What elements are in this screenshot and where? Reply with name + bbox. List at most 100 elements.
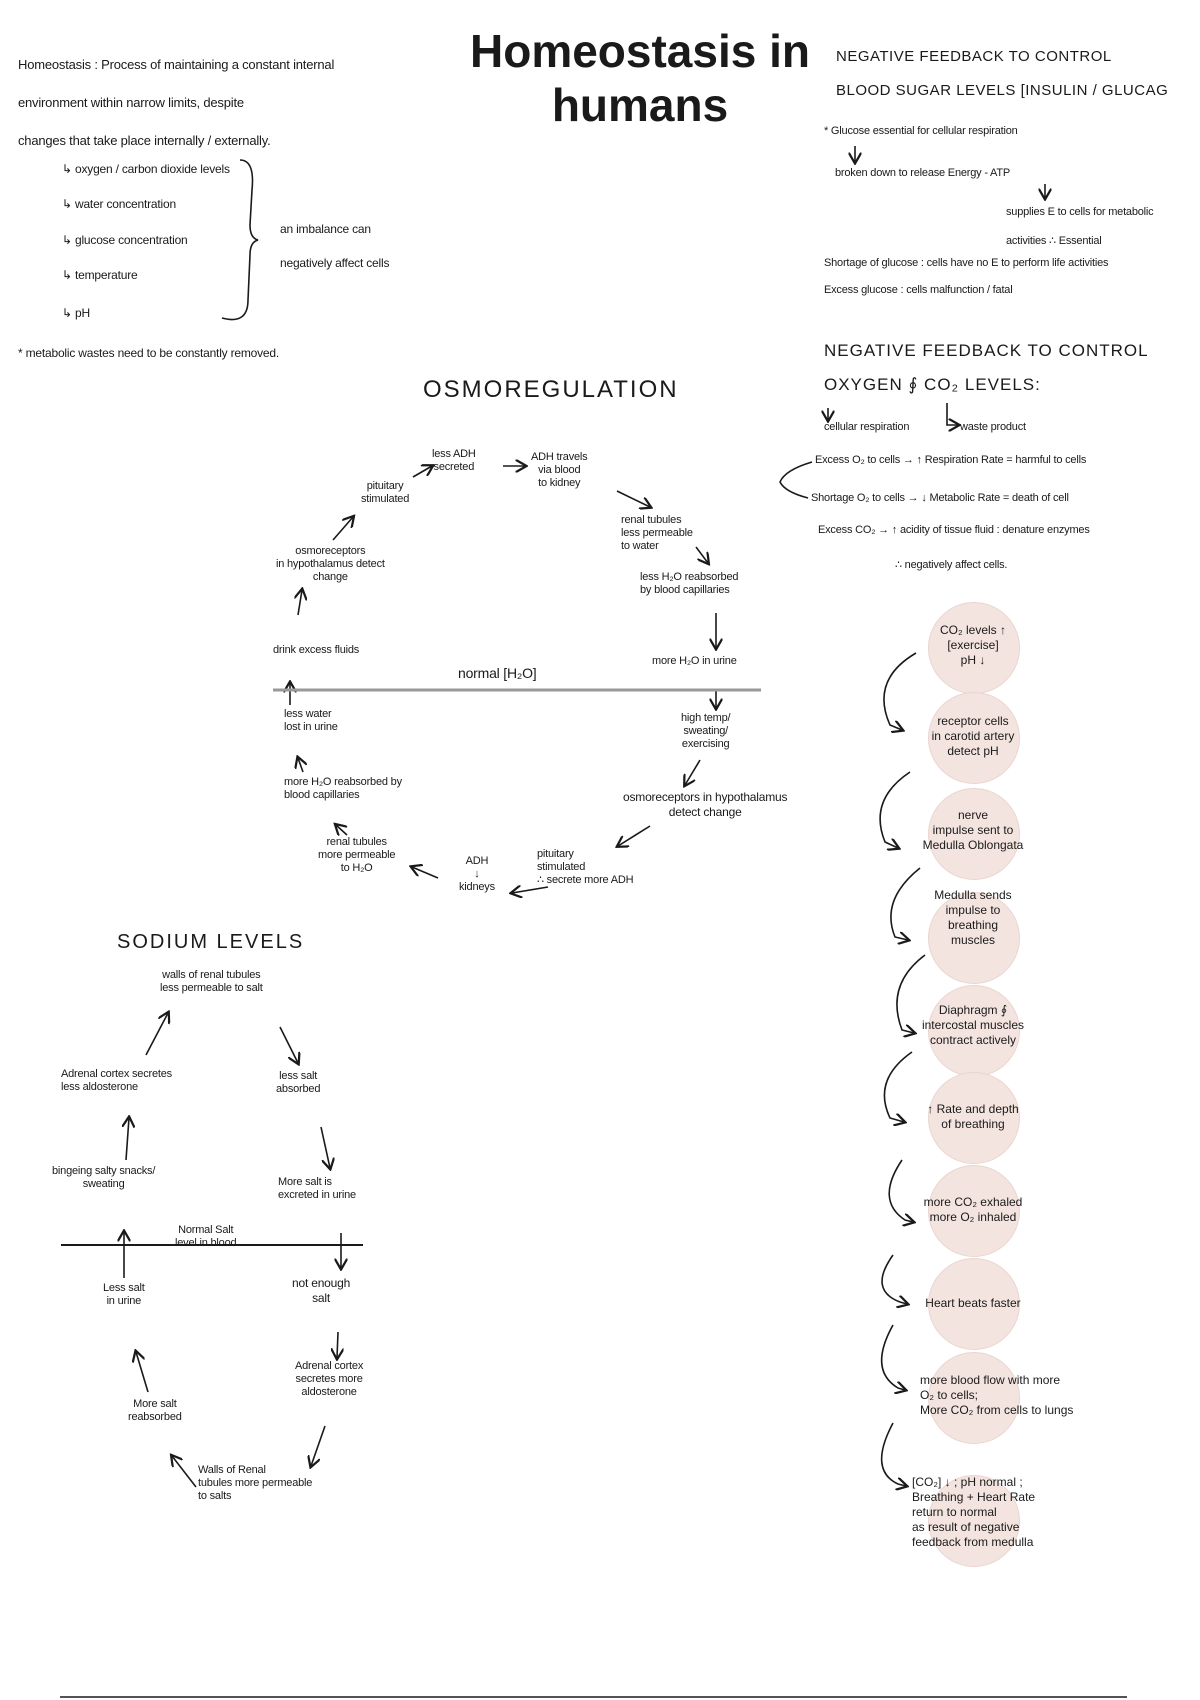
chain-circle [928, 1258, 1020, 1350]
sodium-node: Less salt in urine [103, 1282, 145, 1307]
chain-circle [928, 1352, 1020, 1444]
arrow-icon [883, 1051, 913, 1122]
chain-step: nerve impulse sent to Medulla Oblongata [922, 808, 1024, 852]
factor-item: ↳ oxygen / carbon dioxide levels [62, 162, 230, 176]
arrow-icon [888, 1159, 913, 1222]
osmo-node: high temp/ sweating/ exercising [681, 712, 731, 750]
osmo-node: osmoreceptors in hypothalamus detect cha… [276, 545, 385, 583]
chain-circle [928, 1475, 1020, 1567]
supplies-line: supplies E to cells for metabolic activi… [1006, 206, 1154, 247]
arrow-icon [880, 1324, 905, 1390]
effect-shortage-o2: Shortage O₂ to cells → ↓ Metabolic Rate … [811, 492, 1069, 504]
arrow-icon [126, 1118, 129, 1161]
oxygen-note: cellular respiration [824, 421, 910, 433]
arrow-icon [332, 517, 353, 541]
sodium-node: More salt is excreted in urine [278, 1176, 356, 1201]
arrow-icon [298, 590, 302, 616]
osmo-node: osmoreceptors in hypothalamus detect cha… [623, 790, 788, 819]
sodium-node: More salt reabsorbed [128, 1398, 182, 1423]
sodium-node: less salt absorbed [276, 1070, 321, 1095]
arrow-icon [881, 1254, 907, 1304]
osmo-node: more H₂O reabsorbed by blood capillaries [284, 776, 402, 801]
arrow-icon [896, 954, 926, 1033]
arrow-icon [946, 403, 958, 425]
chain-step: CO₂ levels ↑ [exercise] pH ↓ [939, 623, 1006, 667]
arrow-icon [512, 887, 549, 893]
arrow-icon [412, 466, 432, 478]
chain-circle [928, 788, 1020, 880]
bracket-icon [779, 461, 813, 499]
arrow-icon [685, 759, 701, 785]
osmo-node: less ADH secreted [432, 448, 476, 473]
arrow-icon [136, 1352, 149, 1393]
chain-step: Diaphragm ∮ intercostal muscles contract… [921, 1003, 1025, 1047]
chain-step: more CO₂ exhaled more O₂ inhaled [923, 1195, 1023, 1224]
blood-sugar-heading: NEGATIVE FEEDBACK TO CONTROL BLOOD SUGAR… [836, 48, 1169, 99]
energy-line: broken down to release Energy - ATP [835, 167, 1011, 179]
factor-item: ↳ glucose concentration [62, 233, 188, 247]
osmo-normal-label: normal [H₂O] [458, 665, 537, 681]
chain-step: ↑ Rate and depth of breathing [927, 1102, 1019, 1131]
osmo-node: ADH ↓ kidneys [459, 855, 495, 893]
sodium-node: not enough salt [292, 1276, 351, 1305]
arrow-icon [616, 490, 650, 507]
arrow-icon [890, 867, 921, 940]
arrow-icon [279, 1026, 298, 1063]
osmo-node: pituitary stimulated ∴ secrete more ADH [537, 848, 634, 886]
sodium-node: walls of renal tubules less permeable to… [160, 969, 263, 994]
osmo-node: less H₂O reabsorbed by blood capillaries [640, 571, 739, 596]
glucose-shortage: Shortage of glucose : cells have no E to… [824, 257, 1109, 269]
factor-item: ↳ temperature [62, 268, 138, 282]
chain-step: Medulla sends impulse to breathing muscl… [934, 888, 1012, 947]
oxygen-heading: NEGATIVE FEEDBACK TO CONTROL OXYGEN ∮ CO… [824, 341, 1149, 394]
co2-note: waste product [960, 421, 1026, 433]
factor-item: ↳ water concentration [62, 197, 176, 211]
osmo-node: less water lost in urine [284, 708, 338, 733]
chain-step: receptor cells in carotid artery detect … [931, 714, 1015, 758]
chain-step: [CO₂] ↓ ; pH normal ; Breathing + Heart … [912, 1475, 1036, 1549]
osmo-node: renal tubules less permeable to water [621, 514, 693, 552]
arrow-icon [618, 825, 651, 846]
arrow-icon [883, 652, 917, 730]
chain-circle [928, 985, 1020, 1077]
arrow-icon [337, 1331, 338, 1358]
imbalance-note: an imbalance can negatively affect cells [280, 222, 390, 270]
osmo-node: drink excess fluids [273, 644, 360, 656]
waste-note: * metabolic wastes need to be constantly… [18, 346, 280, 360]
definition-text: Homeostasis : Process of maintaining a c… [18, 57, 335, 148]
brace-icon [221, 159, 259, 321]
sodium-heading: SODIUM LEVELS [117, 931, 305, 953]
arrow-icon [695, 546, 708, 563]
arrow-icon [298, 758, 303, 773]
chain-step: more blood flow with more O₂ to cells; M… [920, 1373, 1074, 1417]
arrow-icon [412, 867, 439, 879]
glucose-line: * Glucose essential for cellular respira… [824, 125, 1018, 137]
sodium-node: bingeing salty snacks/ sweating [52, 1165, 156, 1190]
sodium-node: Walls of Renal tubules more permeable to… [198, 1464, 313, 1502]
arrow-icon [879, 771, 911, 848]
effect-excess-co2: Excess CO₂ → ↑ acidity of tissue fluid :… [818, 524, 1090, 536]
sodium-node: Adrenal cortex secretes more aldosterone [295, 1360, 364, 1398]
osmo-node: more H₂O in urine [652, 655, 737, 667]
osmo-node: ADH travels via blood to kidney [531, 451, 588, 489]
chain-circle [928, 692, 1020, 784]
effect-excess-o2: Excess O₂ to cells → ↑ Respiration Rate … [815, 454, 1087, 466]
arrow-icon [311, 1425, 326, 1466]
chain-circle [928, 892, 1020, 984]
page-title: Homeostasis in humans [470, 25, 810, 131]
arrow-icon [172, 1456, 197, 1488]
chain-circle [928, 1165, 1020, 1257]
factor-item: ↳ pH [62, 306, 90, 320]
glucose-excess: Excess glucose : cells malfunction / fat… [824, 284, 1013, 296]
osmoregulation-heading: OSMOREGULATION [423, 376, 679, 403]
arrow-icon [336, 825, 348, 835]
arrow-icon [320, 1126, 330, 1168]
chain-circle [928, 1072, 1020, 1164]
chain-step: Heart beats faster [925, 1296, 1021, 1310]
sodium-node: Adrenal cortex secretes less aldosterone [61, 1068, 172, 1093]
arrow-icon [880, 1422, 906, 1486]
effect-conclusion: ∴ negatively affect cells. [895, 559, 1008, 571]
arrow-icon [145, 1013, 168, 1056]
osmo-node: pituitary stimulated [361, 480, 410, 505]
